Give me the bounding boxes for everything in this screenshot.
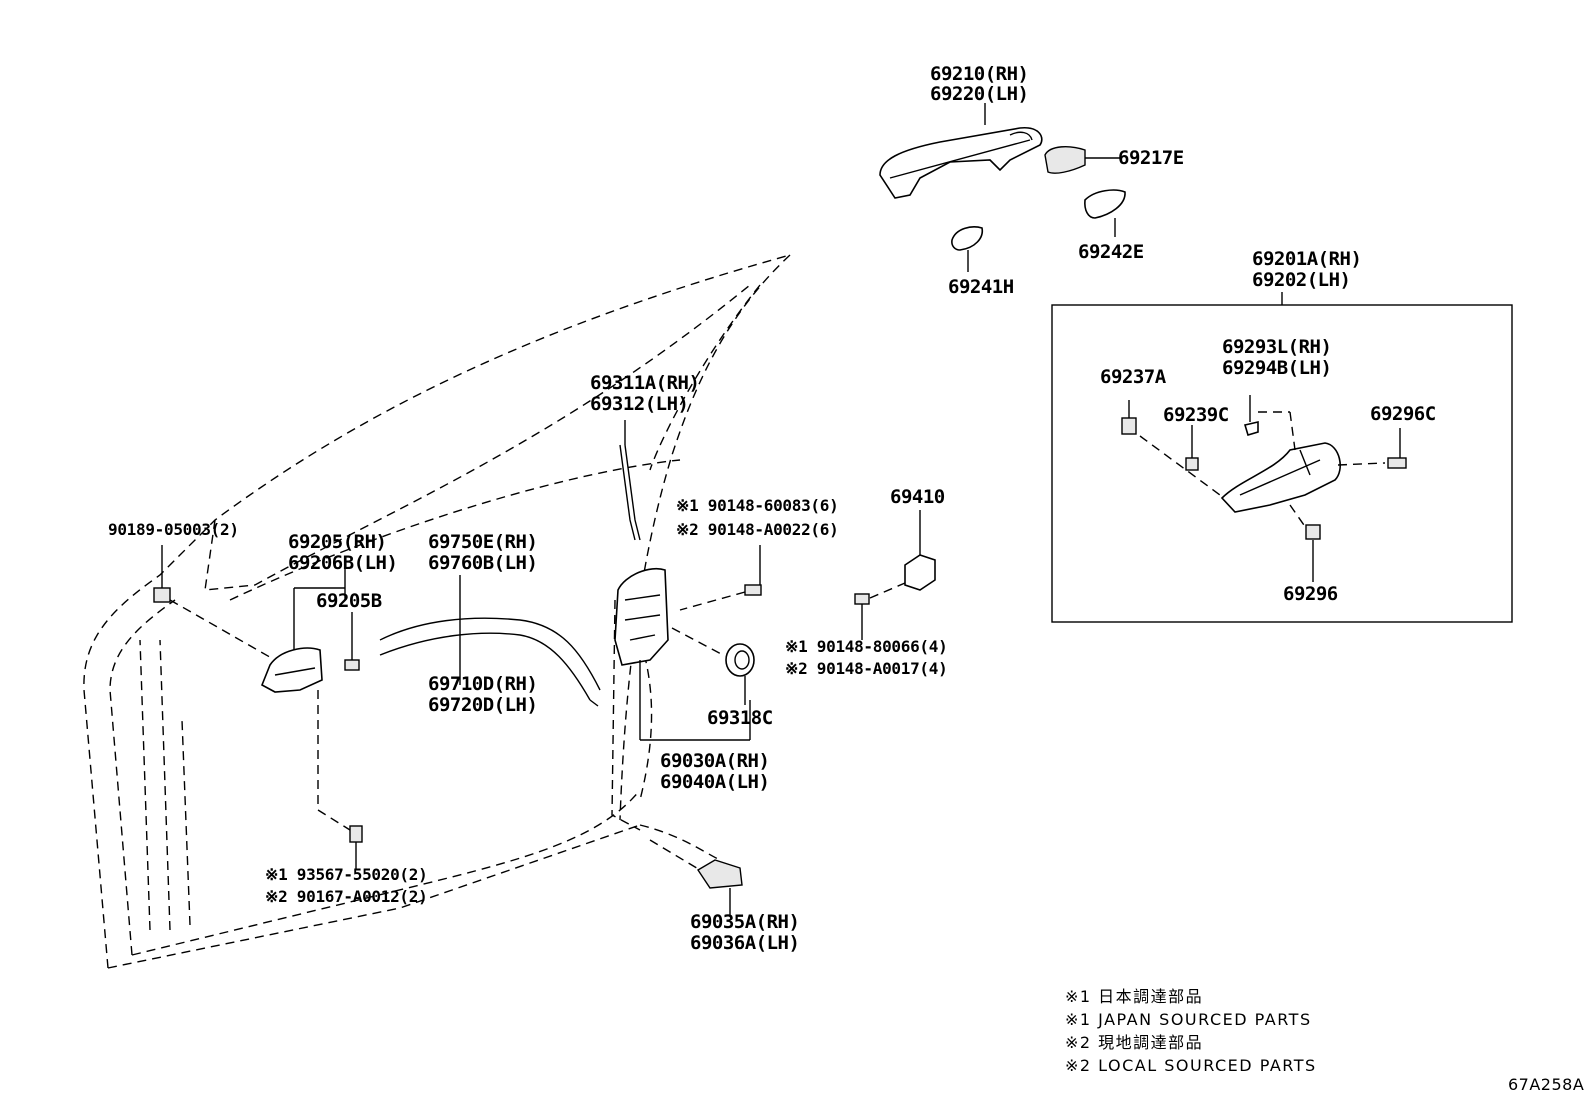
label-69239C: 69239C: [1163, 404, 1229, 426]
pad-69242E: [1084, 189, 1126, 219]
label-69220: 69220(LH): [930, 83, 1028, 105]
label-69036A: 69036A(LH): [690, 932, 799, 954]
label-69720D: 69720D(LH): [428, 694, 537, 716]
legend-line-2: ※1 JAPAN SOURCED PARTS: [1065, 1010, 1312, 1029]
cover-69035A: [649, 839, 743, 915]
clip-69205B: [344, 612, 360, 671]
label-69296C: 69296C: [1370, 403, 1436, 425]
label-69030A: 69030A(RH): [660, 750, 769, 772]
label-69202: 69202(LH): [1252, 269, 1350, 291]
legend-line-4: ※2 LOCAL SOURCED PARTS: [1065, 1056, 1317, 1075]
seal-69318C: [671, 627, 755, 705]
label-90148-80066: ※1 90148-80066(4): [785, 637, 947, 656]
inside-handle-69205: [260, 560, 346, 693]
bolt-90148-60083: [679, 545, 762, 611]
screw-93567: [317, 690, 363, 870]
label-69205B: 69205B: [316, 590, 382, 612]
label-90148-60083: ※1 90148-60083(6): [676, 496, 838, 515]
label-69237A: 69237A: [1100, 366, 1167, 388]
label-69293L: 69293L(RH): [1222, 336, 1331, 358]
label-69201A: 69201A(RH): [1252, 248, 1361, 270]
legend-line-1: ※1 日本調達部品: [1065, 987, 1203, 1006]
legend-line-3: ※2 現地調達部品: [1065, 1033, 1203, 1052]
label-69312: 69312(LH): [590, 393, 688, 415]
label-69750E: 69750E(RH): [428, 531, 537, 553]
label-69040A: 69040A(LH): [660, 771, 769, 793]
lock-rod-69311A: [619, 420, 641, 541]
label-90189-05003: 90189-05003(2): [108, 520, 239, 539]
label-69206B: 69206B(LH): [288, 552, 397, 574]
label-69241H: 69241H: [948, 276, 1014, 298]
label-69710D: 69710D(RH): [428, 673, 537, 695]
cables-69750E: [379, 575, 601, 707]
labels: 69210(RH) 69220(LH) 69217E 69242E 69241H…: [108, 63, 1436, 954]
label-90167-A0012: ※2 90167-A0012(2): [265, 887, 427, 906]
diagram-code: 67A258A: [1508, 1075, 1584, 1094]
handle-cover-69217E: [1044, 146, 1086, 174]
door-lock-69030A: [614, 568, 751, 741]
legend: ※1 日本調達部品 ※1 JAPAN SOURCED PARTS ※2 現地調達…: [1065, 987, 1317, 1075]
label-90148-A0022: ※2 90148-A0022(6): [676, 520, 838, 539]
label-69410: 69410: [890, 486, 945, 508]
label-69242E: 69242E: [1078, 241, 1144, 263]
label-69217E: 69217E: [1118, 147, 1184, 169]
label-69205: 69205(RH): [288, 531, 386, 553]
striker-69410: [854, 510, 936, 640]
label-69294B: 69294B(LH): [1222, 357, 1331, 379]
label-69035A: 69035A(RH): [690, 911, 799, 933]
label-69760B: 69760B(LH): [428, 552, 537, 574]
label-69210: 69210(RH): [930, 63, 1028, 85]
assembly-box-69201A: [1051, 292, 1513, 623]
label-69311A: 69311A(RH): [590, 372, 699, 394]
clip-90189: [153, 545, 276, 661]
label-93567-55020: ※1 93567-55020(2): [265, 865, 427, 884]
label-90148-A0017: ※2 90148-A0017(4): [785, 659, 947, 678]
label-69318C: 69318C: [707, 707, 773, 729]
pad-69241H: [951, 226, 984, 251]
outside-handle-69210: [879, 127, 1043, 199]
label-69296: 69296: [1283, 583, 1338, 605]
